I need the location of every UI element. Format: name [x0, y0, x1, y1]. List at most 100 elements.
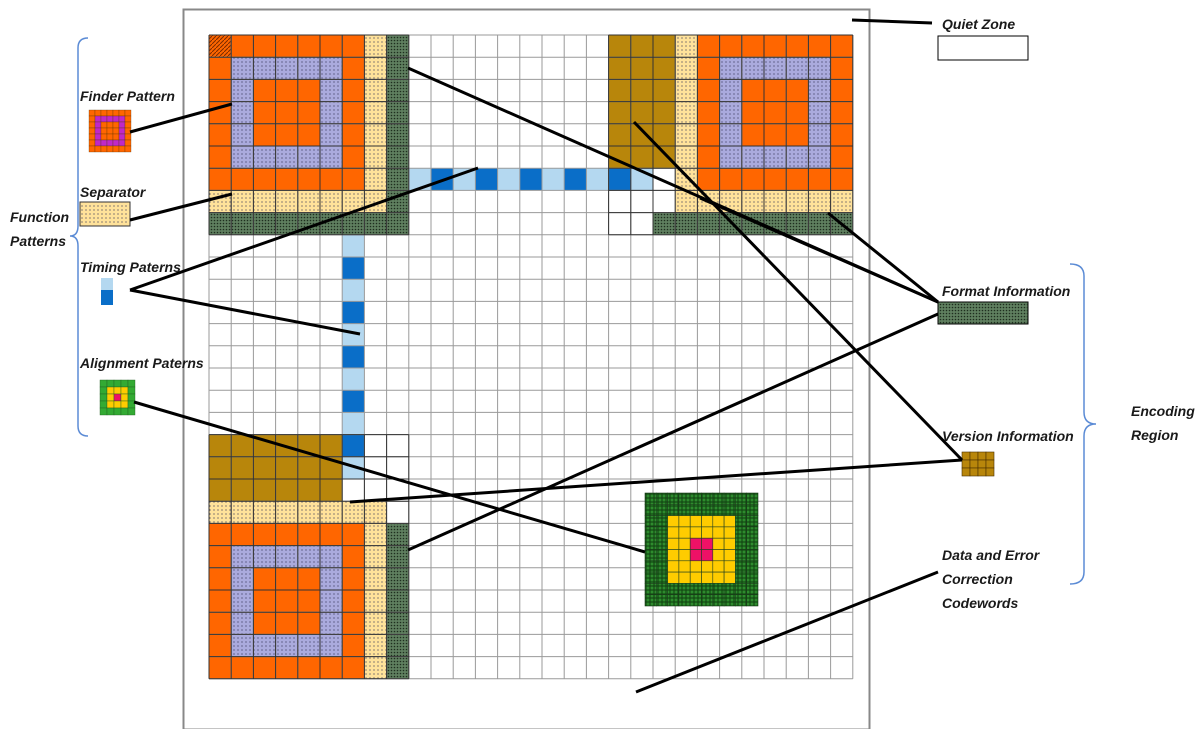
alignment-outer-module-texture [701, 594, 713, 606]
format-info-module-texture [386, 168, 409, 191]
finder-top-left-module [253, 79, 276, 102]
alignment-outer-module-texture [678, 594, 691, 606]
alignment-swatch-module [106, 400, 115, 409]
alignment-outer-module-texture [690, 583, 702, 595]
alignment-inner-module [712, 515, 725, 528]
finder-bottom-left-module [297, 612, 320, 635]
finder-swatch-module [124, 139, 132, 147]
finder-top-left-module [342, 146, 365, 169]
finder-top-left-module [297, 101, 320, 124]
alignment-inner-module [701, 571, 714, 584]
separator-module-texture [675, 101, 698, 124]
alignment-swatch-module [127, 386, 136, 395]
version-info-swatch-module [969, 451, 979, 461]
finder-bottom-left-module [297, 590, 320, 613]
finder-swatch-module [118, 121, 126, 129]
separator-module-texture [364, 57, 387, 80]
alignment-inner-module [678, 526, 691, 539]
finder-top-left-module-texture [275, 146, 298, 169]
function-patterns-label-line2: Patterns [10, 233, 67, 249]
alignment-inner-module [667, 526, 680, 539]
finder-top-left-module [253, 35, 276, 58]
version-info-swatch-module [961, 467, 971, 477]
finder-swatch-module [88, 115, 96, 123]
finder-top-left-module [342, 57, 365, 80]
finder-bottom-left-module-texture [320, 612, 343, 635]
finder-top-left-module [253, 123, 276, 146]
finder-swatch-module [106, 109, 114, 117]
alignment-outer-module-texture [656, 594, 668, 606]
separator-module-texture [320, 190, 343, 213]
alignment-inner-module [723, 560, 736, 573]
alignment-outer-module-texture [735, 515, 747, 527]
version-info-swatch-module [977, 467, 987, 477]
finder-top-right-module [830, 168, 853, 191]
separator-module-texture [364, 545, 387, 568]
alignment-inner-module [667, 549, 680, 562]
alignment-inner-module [723, 526, 736, 539]
alignment-outer-module-texture [746, 560, 758, 573]
finder-swatch-module [118, 139, 126, 147]
timing-module [342, 257, 365, 280]
connector-lines [129, 18, 964, 694]
alignment-swatch-module [127, 379, 136, 388]
timing-module [475, 168, 498, 191]
finder-swatch-module [88, 139, 96, 147]
version-info-swatch-module [985, 459, 995, 469]
finder-swatch-module [88, 109, 96, 117]
finder-top-left-module-texture [320, 79, 343, 102]
finder-top-left-module-texture [253, 146, 276, 169]
version-info-module [231, 434, 254, 457]
format-info-module-texture [386, 123, 409, 146]
alignment-outer-module-texture [712, 583, 725, 595]
alignment-swatch-module [127, 407, 136, 416]
alignment-outer-module-texture [690, 493, 702, 505]
version-info-module [320, 434, 343, 457]
format-info-module-texture [386, 567, 409, 590]
finder-bottom-left-module-texture [320, 634, 343, 657]
alignment-outer-module-texture [724, 583, 736, 595]
alignment-pattern-large [644, 492, 759, 607]
finder-swatch-module [100, 127, 108, 135]
alignment-outer-module-texture [667, 504, 679, 516]
alignment-outer-module-texture [735, 493, 747, 505]
finder-top-right-module-texture [719, 57, 742, 80]
finder-top-right-module [741, 168, 764, 191]
format-info-module-texture [364, 212, 387, 235]
separator-module-texture [364, 101, 387, 124]
finder-top-left-module [342, 79, 365, 102]
format-info-module-texture [386, 35, 409, 58]
alignment-outer-module-texture [712, 594, 725, 606]
finder-bottom-left-module-texture [253, 545, 276, 568]
format-info-module-texture [697, 212, 720, 235]
finder-top-left-module-texture [320, 57, 343, 80]
data-codewords-label-line1: Data and Error [942, 547, 1040, 563]
alignment-swatch-module [106, 379, 115, 388]
alignment-center-module [689, 537, 702, 550]
alignment-outer-module-texture [656, 560, 668, 573]
version-info-module [630, 123, 653, 146]
alignment-outer-module-texture [656, 583, 668, 595]
separator-module-texture [741, 190, 764, 213]
separator-module-texture [275, 501, 298, 524]
finder-top-right-module [719, 35, 742, 58]
alignment-patterns-label: Alignment Paterns [80, 355, 204, 371]
finder-bottom-left-module [253, 567, 276, 590]
version-info-module [608, 101, 631, 124]
alignment-outer-module-texture [656, 526, 668, 539]
version-info-module [630, 101, 653, 124]
finder-bottom-left-module [275, 567, 298, 590]
alignment-swatch-module [106, 407, 115, 416]
finder-bottom-left-module [275, 523, 298, 546]
finder-bottom-left-module-texture [231, 590, 254, 613]
finder-top-left-module [320, 35, 343, 58]
finder-bottom-left-module [209, 567, 232, 590]
version-info-module [253, 479, 276, 502]
separator-module-texture [364, 79, 387, 102]
finder-bottom-left-module [209, 634, 232, 657]
finder-swatch-module [124, 109, 132, 117]
finder-top-right-module [697, 101, 720, 124]
finder-swatch-module [100, 115, 108, 123]
finder-swatch-module [112, 127, 120, 135]
timing-module [564, 168, 587, 191]
